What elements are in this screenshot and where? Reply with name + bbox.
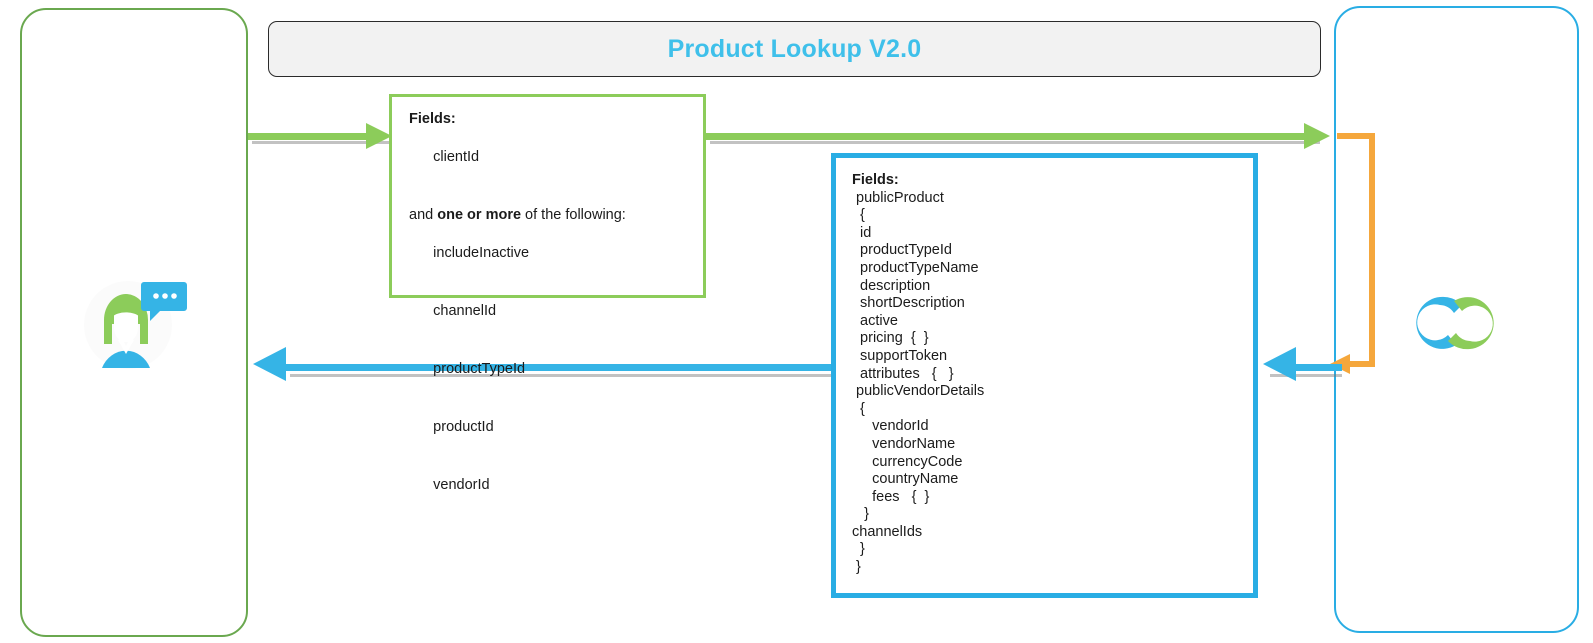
response-field-line: description <box>852 277 931 294</box>
response-field-line: { <box>852 400 865 417</box>
request-condition-line: and one or more of the following: <box>409 206 703 225</box>
response-fields-heading: Fields: <box>852 172 899 188</box>
diagram-title-bar: Product Lookup V2.0 <box>268 21 1321 77</box>
provider-to-response-arrow-head <box>1263 347 1296 381</box>
response-field-line: fees { } <box>852 488 930 505</box>
response-field-line: productTypeId <box>852 242 952 259</box>
response-field-line: } <box>852 506 869 523</box>
request-arrow-head <box>366 123 392 149</box>
request-to-provider-arrow-head <box>1304 123 1330 149</box>
request-field-productTypeId-label: productTypeId <box>433 361 526 378</box>
response-arrow-shadow <box>290 374 835 377</box>
response-field-line: pricing { } <box>852 330 929 347</box>
provider-path-top-segment <box>1337 133 1375 139</box>
response-field-line: vendorName <box>852 435 956 452</box>
response-field-line: publicProduct <box>852 189 944 206</box>
response-field-line: supportToken <box>852 347 948 364</box>
request-field-includeInactive: includeInactive <box>409 225 703 283</box>
request-field-channelId: channelId <box>409 283 703 341</box>
request-field-productId-label: productId <box>433 419 494 436</box>
provider-to-response-shadow <box>1270 374 1342 377</box>
response-field-line: { <box>852 207 865 224</box>
request-field-vendorId-label: vendorId <box>433 477 490 494</box>
request-condition-suffix: of the following: <box>521 206 626 223</box>
request-to-provider-line <box>706 133 1306 140</box>
response-field-line: currencyCode <box>852 453 963 470</box>
request-fields-box: Fields: clientId and one or more of the … <box>389 94 706 493</box>
request-spacer <box>409 187 703 206</box>
response-arrow-head <box>253 347 286 381</box>
provider-path-bottom-segment <box>1349 361 1375 367</box>
request-field-clientId: clientId <box>409 129 703 187</box>
provider-to-response-line <box>1296 364 1342 371</box>
request-fields-heading: Fields: <box>409 111 456 127</box>
response-field-line: productTypeName <box>852 259 979 276</box>
request-arrow-shadow <box>252 141 392 144</box>
response-field-line: shortDescription <box>852 295 965 312</box>
request-field-productId: productId <box>409 399 703 457</box>
page-title: Product Lookup V2.0 <box>667 34 922 63</box>
request-arrow-line <box>248 133 368 140</box>
response-field-line: channelIds <box>852 523 923 540</box>
response-field-line: id <box>852 224 872 241</box>
response-field-line: publicVendorDetails <box>852 383 985 400</box>
request-field-productTypeId: productTypeId <box>409 341 703 399</box>
response-arrow-line <box>286 364 834 371</box>
request-field-includeInactive-label: includeInactive <box>433 245 530 262</box>
response-field-line: attributes { } <box>852 365 954 382</box>
request-condition-bold: one or more <box>437 206 522 223</box>
response-field-line: active <box>852 312 898 329</box>
request-field-channelId-label: channelId <box>433 303 497 320</box>
response-field-line: vendorId <box>852 418 929 435</box>
response-field-line: } <box>852 559 861 576</box>
provider-path-vertical-segment <box>1369 133 1375 366</box>
request-field-vendorId: vendorId <box>409 457 703 515</box>
request-field-clientId-label: clientId <box>433 149 480 166</box>
request-condition-prefix: and <box>409 206 438 223</box>
response-fields-box: Fields: publicProduct { id productTypeId… <box>831 153 1258 598</box>
request-to-provider-shadow <box>710 141 1320 144</box>
interlocking-circles-logo-icon <box>1416 296 1494 350</box>
response-field-line: } <box>852 541 865 558</box>
response-field-line: countryName <box>852 471 959 488</box>
user-with-speech-bubble-icon <box>84 281 187 369</box>
